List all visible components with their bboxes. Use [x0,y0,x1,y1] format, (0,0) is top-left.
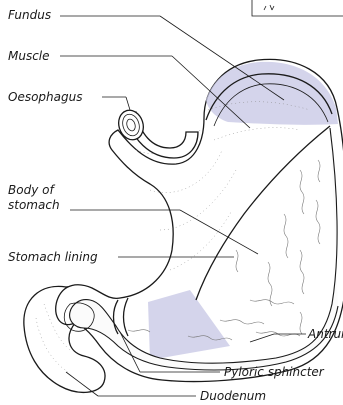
label-stomach-lining: Stomach lining [8,250,98,264]
label-muscle: Muscle [8,49,50,63]
inset-box-corner [252,0,343,16]
label-stomach: stomach [8,198,60,212]
label-antrum: Antrum [307,327,343,341]
label-duodenum: Duodenum [200,389,266,403]
label-fundus: Fundus [8,8,51,22]
label-body-of: Body of [8,183,55,197]
label-pyloric-sphincter: Pyloric sphincter [224,365,325,379]
fundus-muscle-shading [206,62,338,125]
label-oesophagus: Oesophagus [8,90,82,104]
